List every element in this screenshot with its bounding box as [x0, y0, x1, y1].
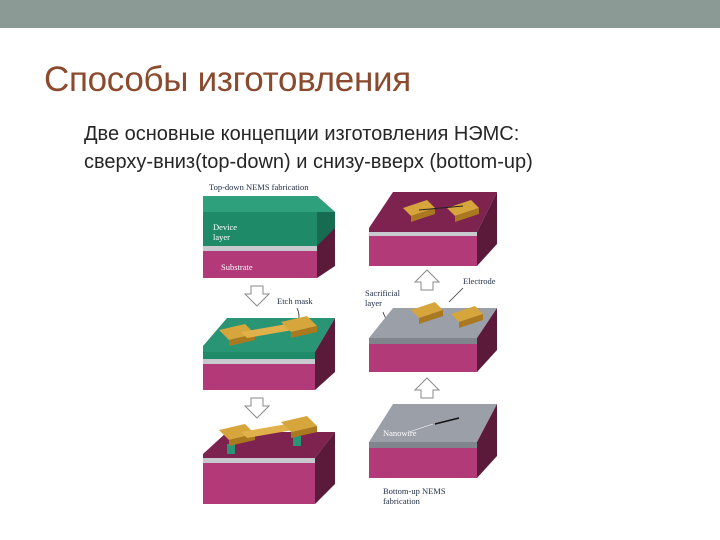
substrate-label: Substrate [221, 262, 253, 272]
electrode-label: Electrode [463, 276, 496, 286]
etch-mask-label: Etch mask [277, 296, 313, 306]
sacrificial-label-1: Sacrificial [365, 288, 401, 298]
electrode-pointer [448, 287, 464, 303]
top-bar [0, 0, 720, 28]
topdown-title-label: Top-down NEMS fabrication [209, 182, 309, 192]
bottomup-block-3: Nanowire [369, 404, 497, 478]
device-layer-label-1: Device [213, 222, 237, 232]
bottomup-title-label-1: Bottom-up NEMS [383, 486, 446, 496]
slide-body: Две основные концепции изготовления НЭМС… [84, 120, 533, 176]
topdown-arrow-1 [243, 285, 271, 307]
device-layer-label-2: layer [213, 232, 230, 242]
topdown-arrow-2 [243, 397, 271, 419]
nanowire-label: Nanowire [383, 428, 417, 438]
bottomup-arrow-2 [413, 377, 441, 399]
bottomup-block-1 [369, 192, 497, 266]
topdown-block-3 [203, 416, 335, 504]
slide-title: Способы изготовления [44, 60, 411, 99]
topdown-block-1: Device layer Substrate [203, 196, 335, 278]
body-line-2: сверху-вниз(top-down) и снизу-вверх (bot… [84, 151, 533, 173]
bottomup-block-2 [369, 302, 497, 372]
bottomup-arrow-1 [413, 269, 441, 291]
bottomup-title-label-2: fabrication [383, 496, 421, 506]
nems-fabrication-figure: Top-down NEMS fabrication Device layer S… [197, 178, 515, 510]
sacrificial-label-2: layer [365, 298, 382, 308]
body-line-1: Две основные концепции изготовления НЭМС… [84, 123, 520, 145]
topdown-block-2 [203, 316, 335, 390]
